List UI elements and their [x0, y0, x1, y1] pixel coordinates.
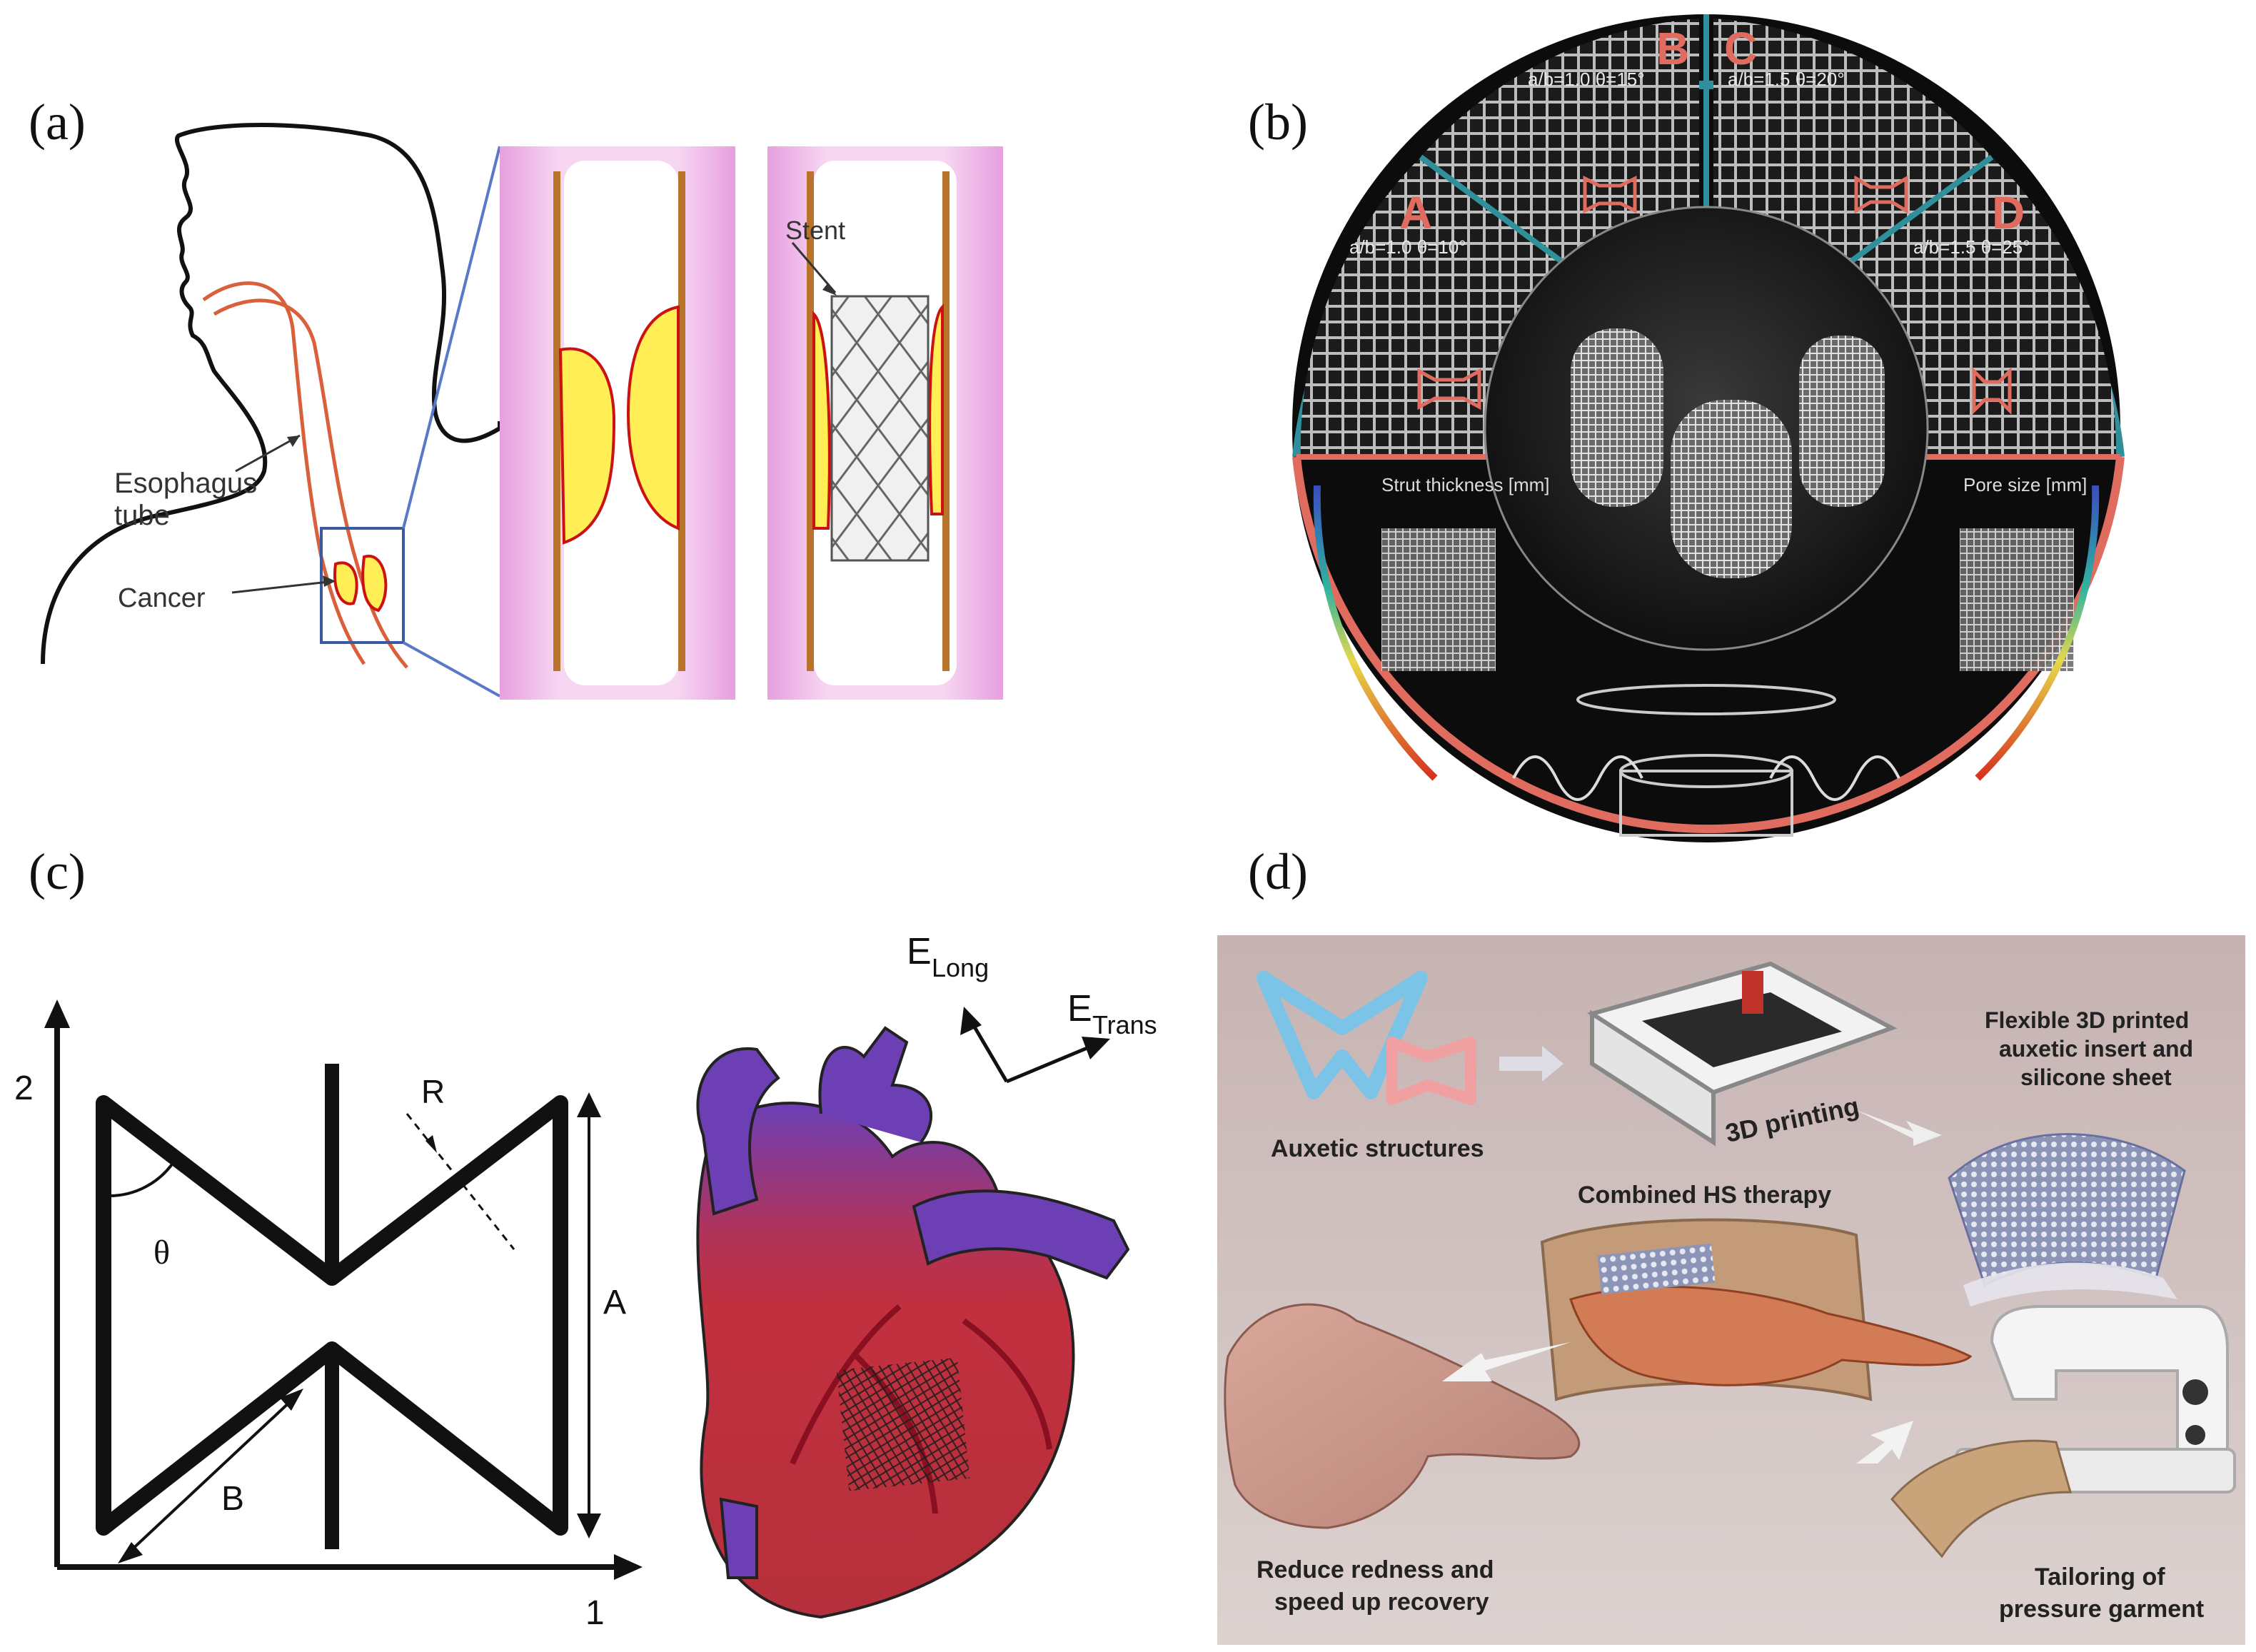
label-combined-hs: Combined HS therapy: [1578, 1182, 1831, 1209]
panel-b-letter: (b): [1248, 94, 1308, 151]
tube2-wall-right: [942, 171, 950, 671]
tube-wall-left: [553, 171, 560, 671]
label-tailoring-line2: pressure garment: [1999, 1596, 2204, 1623]
swatch-pore: [1960, 528, 2074, 671]
tile-letter-B: B: [1656, 23, 1689, 74]
label-reduce-line1: Reduce redness and: [1257, 1556, 1494, 1583]
tumor-large-left: [558, 347, 616, 545]
tumor-small: [333, 561, 358, 605]
cylinder-left: [1571, 328, 1663, 507]
auxetic-shape-pink: [1386, 1037, 1476, 1105]
tile-letter-C: C: [1724, 23, 1757, 74]
tile-params-C: a/b=1.5 θ=20°: [1728, 69, 1845, 90]
panel-a: Esophagus tube Cancer Stent: [41, 123, 1003, 700]
tumor-small-2: [361, 554, 388, 613]
garment-fabric: [1890, 1439, 2072, 1558]
tile-letter-A: A: [1399, 187, 1432, 238]
label-theta: θ: [153, 1234, 170, 1271]
auxetic-shape-blue: [1257, 971, 1428, 1099]
label-flexible-line3: silicone sheet: [2020, 1064, 2172, 1090]
auxetic-insert-on-hand: [1597, 1243, 1716, 1295]
label-esophagus-line2: tube: [114, 500, 170, 531]
e-long-main: E: [907, 931, 932, 972]
panel-d-letter: (d): [1248, 843, 1308, 900]
label-cancer: Cancer: [118, 583, 206, 613]
tile-letter-D: D: [1992, 187, 2025, 238]
esophagus-right: [213, 298, 408, 669]
esophagus-left: [202, 281, 366, 665]
e-long-sub: Long: [932, 953, 989, 982]
label-esophagus-line1: Esophagus: [114, 468, 257, 499]
label-flexible-line2: auxetic insert and: [1999, 1036, 2193, 1062]
e-trans-main: E: [1067, 988, 1092, 1029]
label-R: R: [421, 1073, 445, 1110]
label-strut-thickness: Strut thickness [mm]: [1381, 474, 1550, 495]
tumor-large-right: [626, 305, 680, 530]
healthy-hand: [1224, 1303, 1581, 1529]
label-stent: Stent: [785, 216, 845, 245]
stent-mesh: [830, 295, 930, 562]
tile-params-D: a/b=1.5 θ=25°: [1913, 236, 2030, 258]
cylinder-center: [1671, 400, 1792, 578]
aorta: [818, 1026, 933, 1144]
tube2-wall-left: [807, 171, 814, 671]
label-tailoring-line1: Tailoring of: [2035, 1563, 2165, 1591]
panel-c-letter: (c): [29, 843, 86, 900]
label-A: A: [603, 1284, 626, 1321]
label-reduce-line2: speed up recovery: [1274, 1588, 1489, 1616]
tile-params-B: a/b=1.0 θ=15°: [1528, 69, 1645, 90]
label-auxetic-structures: Auxetic structures: [1271, 1135, 1484, 1162]
tube-wall-right: [678, 171, 685, 671]
label-B: B: [221, 1480, 244, 1518]
head-outline: [41, 123, 502, 665]
flexible-insert: [1948, 1133, 2186, 1287]
label-pore-size: Pore size [mm]: [1963, 474, 2087, 495]
cardiac-patch: [836, 1357, 970, 1491]
cylinder-right: [1799, 336, 1885, 507]
burned-hand: [1569, 1286, 1973, 1386]
swatch-strut: [1381, 528, 1496, 671]
ivc: [719, 1497, 758, 1579]
e-trans-sub: Trans: [1092, 1010, 1157, 1039]
panel-b: A B C D a/b=1.0 θ=10° a/b=1.0 θ=15° a/b=…: [1292, 14, 2125, 842]
tile-params-A: a/b=1.0 θ=10°: [1349, 236, 1466, 258]
axis-label-2: 2: [14, 1069, 34, 1107]
zoom-box: [320, 527, 405, 644]
pulmonary-vessel: [912, 1189, 1130, 1280]
panel-d: Auxetic structures 3D printing Flexible …: [1217, 935, 2245, 1645]
panel-a-letter: (a): [29, 94, 86, 151]
panel-c: 2 1 θ R A B: [14, 931, 1157, 1632]
axis-label-1: 1: [585, 1594, 605, 1632]
label-flexible-line1: Flexible 3D printed: [1985, 1007, 2189, 1033]
vena-cava: [696, 1047, 780, 1216]
